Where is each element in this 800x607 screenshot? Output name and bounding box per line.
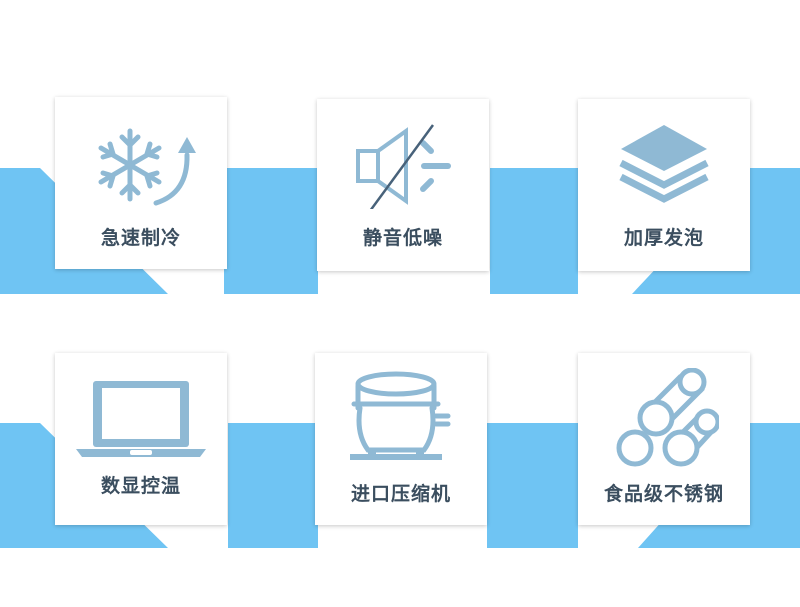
snowflake-refresh-icon [55, 97, 227, 227]
feature-label: 加厚发泡 [623, 227, 704, 249]
feature-card-digital-temp: 数显控温 [55, 353, 227, 525]
top-band [0, 168, 800, 294]
speaker-mute-icon [317, 99, 489, 229]
feature-card-stainless-steel: 食品级不锈钢 [578, 353, 750, 525]
steel-pipes-icon [578, 353, 750, 483]
feature-label: 进口压缩机 [350, 483, 451, 505]
compressor-icon [315, 353, 487, 483]
feature-label: 急速制冷 [100, 227, 181, 249]
feature-label: 数显控温 [100, 475, 181, 497]
feature-card-thick-foam: 加厚发泡 [578, 99, 750, 271]
laptop-display-icon [55, 353, 227, 483]
stacked-layers-icon [578, 99, 750, 229]
feature-card-compressor: 进口压缩机 [315, 353, 487, 525]
feature-label: 食品级不锈钢 [603, 483, 724, 505]
feature-label: 静音低噪 [362, 227, 443, 249]
feature-card-quick-freeze: 急速制冷 [55, 97, 227, 269]
feature-card-silent: 静音低噪 [317, 99, 489, 271]
bottom-band [0, 423, 800, 548]
